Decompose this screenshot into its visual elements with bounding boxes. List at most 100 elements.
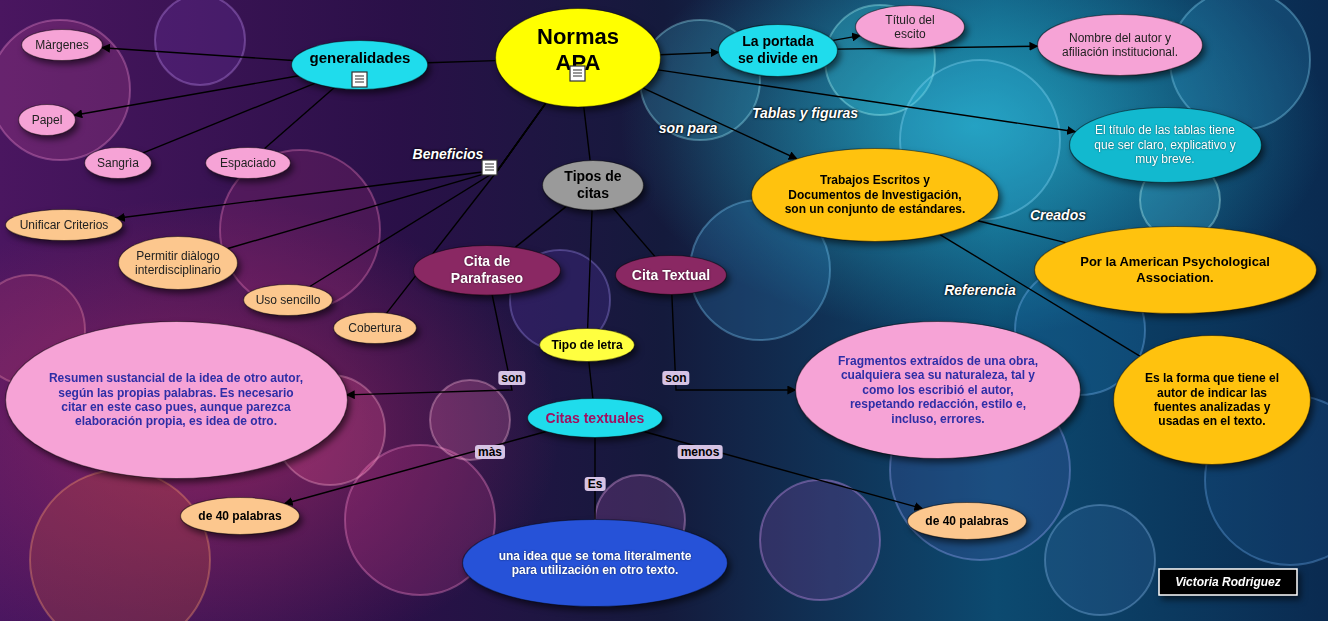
node-label: Es la forma que tiene el autor de indica… — [1138, 371, 1286, 429]
node-label: Cita de Parafraseo — [432, 253, 543, 287]
node-label: Tipo de letra — [551, 338, 624, 352]
edge-label: Referencia — [944, 282, 1016, 298]
count-ellipse: de 40 palabras — [906, 501, 1028, 541]
text-block: Título del escito — [869, 13, 952, 42]
text-block: El título de las tablas tiene que ser cl… — [1093, 123, 1237, 166]
node-label: Fragmentos extraídos de una obra, cualqu… — [831, 354, 1044, 426]
connector — [588, 210, 592, 329]
document-icon — [570, 66, 585, 81]
node-label: Tipos de citas — [555, 168, 632, 202]
text-block: Permitir diàlogo interdisciplinario — [133, 249, 223, 278]
text-block: Es la forma que tiene el autor de indica… — [1138, 371, 1286, 429]
cite-type-ellipse: Cita Textual — [614, 254, 728, 296]
topic-ellipse: La portada se divide en — [717, 23, 839, 78]
ellipse-fill — [334, 313, 417, 344]
ellipse-fill — [119, 237, 238, 290]
node-label: Cita Textual — [629, 267, 713, 284]
connector — [589, 361, 593, 398]
ellipse-fill — [616, 256, 727, 295]
description-ellipse: Resumen sustancial de la idea de otro au… — [4, 320, 349, 480]
connector — [387, 103, 546, 313]
text-block: Cita de Parafraseo — [432, 253, 543, 287]
text-block: Sangrìa — [92, 156, 144, 170]
node-label: Cobertura — [343, 321, 407, 335]
connector — [516, 206, 567, 247]
node-label: de 40 palabras — [922, 514, 1012, 528]
description-ellipse: Fragmentos extraídos de una obra, cualqu… — [794, 320, 1082, 460]
text-block: Cobertura — [343, 321, 407, 335]
text-block: Por la American Psychological Associatio… — [1070, 254, 1281, 285]
document-icon — [352, 72, 367, 87]
ellipse-fill — [19, 105, 76, 136]
benefit-ellipse: Cobertura — [332, 311, 418, 345]
leaf-ellipse: Espaciado — [204, 146, 292, 180]
benefit-ellipse: Permitir diàlogo interdisciplinario — [117, 235, 239, 291]
leaf-ellipse: Papel — [17, 103, 77, 137]
connector — [837, 46, 1037, 49]
ellipse-fill — [181, 498, 300, 535]
ellipse-fill — [206, 148, 291, 179]
ellipse-fill — [1038, 15, 1203, 76]
node-label: Trabajos Escritos y Documentos de Invest… — [783, 173, 968, 216]
edge-label: màs — [475, 445, 505, 459]
ellipse-fill — [1034, 227, 1316, 314]
connector — [672, 294, 796, 390]
node-label: Por la American Psychological Associatio… — [1070, 254, 1281, 285]
ellipse-fill — [528, 399, 663, 438]
connector — [143, 83, 315, 152]
author-box: Victoria Rodriguez — [1158, 568, 1298, 596]
node-label: Victoria Rodriguez — [1166, 575, 1290, 589]
node-label: Unificar Criterios — [20, 218, 109, 232]
connector — [102, 48, 293, 61]
node-label: Papel — [25, 113, 69, 127]
text-block: Fragmentos extraídos de una obra, cualqu… — [831, 354, 1044, 426]
node-label: Citas textuales — [544, 410, 646, 427]
ellipse-fill — [292, 41, 428, 90]
edge-label: son — [498, 371, 525, 385]
connector — [660, 52, 718, 54]
ellipse-fill — [1114, 336, 1311, 465]
connector — [347, 295, 512, 395]
edge-label: son para — [659, 120, 717, 136]
edge-label: Tablas y figuras — [752, 105, 858, 121]
text-block: Victoria Rodriguez — [1166, 575, 1290, 589]
connector — [658, 70, 1075, 132]
connector — [428, 61, 496, 63]
ellipse-fill — [752, 149, 999, 242]
leaf-ellipse: Màrgenes — [20, 28, 104, 62]
node-label: Uso sencillo — [254, 293, 322, 307]
text-block: Papel — [25, 113, 69, 127]
connector — [264, 88, 334, 149]
cite-type-ellipse: Cita de Parafraseo — [412, 244, 562, 297]
topic-ellipse: generalidades — [290, 39, 429, 91]
node-label: Espaciado — [215, 156, 280, 170]
connector — [584, 107, 590, 160]
ellipse-fill — [463, 520, 728, 607]
edge-label: Creados — [1030, 207, 1086, 223]
text-block: Tipo de letra — [551, 338, 624, 352]
text-block: Resumen sustancial de la idea de otro au… — [48, 371, 303, 429]
definition-ellipse: Es la forma que tiene el autor de indica… — [1112, 334, 1312, 466]
connector — [228, 103, 546, 248]
connector — [284, 431, 546, 503]
ellipse-fill — [1069, 108, 1261, 183]
node-label: Permitir diàlogo interdisciplinario — [133, 249, 223, 278]
text-block: de 40 palabras — [195, 509, 285, 523]
main-topic: Normas APA — [494, 7, 662, 109]
text-block: una idea que se toma literalmente para u… — [496, 549, 694, 578]
ellipse-fill — [6, 210, 123, 241]
text-block: Màrgenes — [31, 38, 93, 52]
definition-ellipse: Trabajos Escritos y Documentos de Invest… — [750, 147, 1000, 243]
node-label: una idea que se toma literalmente para u… — [496, 549, 694, 578]
node-label: Título del escito — [869, 13, 952, 42]
ellipse-fill — [85, 148, 152, 179]
ellipse-fill — [796, 322, 1081, 459]
node-label: Nombre del autor y afiliación institucio… — [1058, 31, 1182, 60]
ellipse-fill — [543, 160, 644, 210]
ellipse-fill — [496, 9, 661, 108]
text-block: Uso sencillo — [254, 293, 322, 307]
text-block: Citas textuales — [544, 410, 646, 427]
text-block: La portada se divide en — [733, 33, 823, 67]
connector — [613, 208, 655, 257]
node-label: generalidades — [308, 49, 411, 67]
